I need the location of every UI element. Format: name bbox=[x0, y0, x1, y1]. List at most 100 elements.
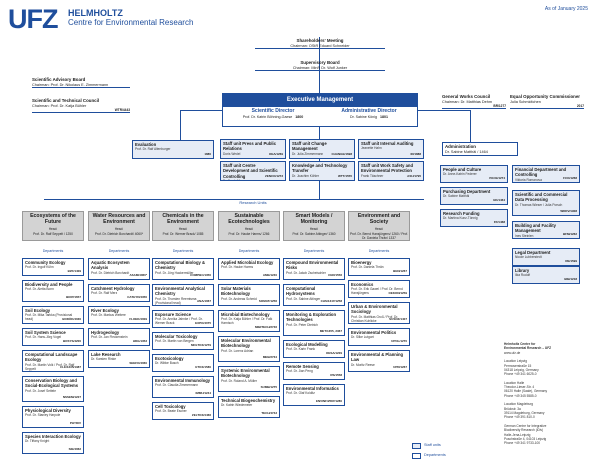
staff-unit-1-code: CHANGE/1698 bbox=[331, 152, 352, 157]
department-1-1-code: CATHYD/4350 bbox=[127, 295, 147, 300]
departments-label: Departments bbox=[172, 249, 194, 253]
staff-unit-4-title: Knowledge and Technology Transfer bbox=[292, 163, 348, 174]
admin-unit-3-code: FCO/1268 bbox=[563, 176, 577, 181]
staff-unit-0-head: Doris Wedel bbox=[223, 151, 241, 156]
research-unit-head-name: Prof. Dr. Werner Brack/ 1085 bbox=[162, 231, 204, 236]
admin-unit-6-head: Nicole Lubberstedt bbox=[515, 255, 542, 260]
connector-to-admin bbox=[418, 110, 470, 111]
administration-box: Administration Dr. Sabine Matthäi / 1464 bbox=[442, 142, 518, 157]
department-0-1-head: Prof. Dr. Aletta Bonn bbox=[25, 287, 54, 292]
department-0-4-code: CLE/1235/1387 bbox=[59, 365, 81, 370]
research-unit-title: Chemicals in the Environment bbox=[162, 213, 204, 225]
department-0-5-code: NSSEM/1227 bbox=[62, 395, 81, 400]
scientific-technical-council: Scientific and Technical Council Chairma… bbox=[32, 98, 130, 114]
department-0-5-title: Conservation Biology and Social-Ecologic… bbox=[25, 378, 79, 389]
department-4-5-head: Prof. Dr. Olaf Kolditz bbox=[286, 391, 315, 396]
department-2-6-title: Cell Toxicology bbox=[155, 404, 186, 409]
department-1-1-title: Catchment Hydrology bbox=[91, 286, 135, 291]
department-0-1-title: Biodiversity and People bbox=[25, 282, 73, 287]
admin-unit-4-title: Scientific and Commercial Data Processin… bbox=[515, 192, 568, 203]
contact-line: Phone +49 345 5585-0 bbox=[504, 393, 537, 398]
staff-unit-4-head: Dr. Joachim Köhler bbox=[292, 173, 319, 178]
admin-unit-6-title: Legal Department bbox=[515, 250, 551, 255]
contact-line: Puschstraße 4, 04103 Leipzig bbox=[504, 436, 547, 441]
staff-unit-1-title: Staff unit Change Management bbox=[292, 141, 327, 152]
contact-line: Location Magdeburg bbox=[504, 402, 534, 407]
department-3-5-title: Technical Biogeochemistry bbox=[221, 398, 276, 403]
department-4-3-code: OESA/1229 bbox=[325, 351, 342, 356]
evaluation-box: Evaluation Prof. Dr. Ralf Altenburger 18… bbox=[132, 140, 214, 159]
admin-unit-2-head: Dr. Martina Kunz-Tönnig bbox=[443, 216, 478, 221]
admin-unit-6-code: RE/1599 bbox=[565, 259, 577, 264]
department-0-3-title: Soil System Science bbox=[25, 330, 66, 335]
admin-unit-4-head: Dr. Thomas Wieser / Julia Porsch bbox=[515, 202, 563, 207]
department-2-4-title: Ecotoxicology bbox=[155, 356, 184, 361]
staff-unit-4-code: WTT/1555 bbox=[337, 174, 352, 179]
department-3-1-head: Prof. Dr. Andreas Schmid bbox=[221, 296, 257, 301]
department-0-3-code: BOSYS/4200 bbox=[62, 339, 81, 344]
department-3-4-code: SUMB/1275 bbox=[260, 385, 277, 390]
scientific-advisory-board: Scientific Advisory Board Chairman: Prof… bbox=[32, 77, 130, 89]
research-unit-head-name: Prof. Dr. Hauke Harms/ 1266 bbox=[228, 231, 270, 236]
department-1-3-title: Hydrogeology bbox=[91, 330, 120, 335]
department-4-0-head: Prof. Dr. Jakob Zscheischler bbox=[286, 270, 326, 275]
legend-departments-label: Departments bbox=[424, 453, 446, 457]
department-0-4-head: Prof. Dr. Martin Volk / Prof. Dr. Ralf S… bbox=[25, 362, 75, 371]
department-0-0-code: BZF/1409 bbox=[67, 269, 81, 274]
admin-unit-4: Scientific and Commercial Data Processin… bbox=[512, 190, 580, 216]
contact-line: Halle-Jena-Leipzig bbox=[504, 432, 531, 437]
research-units-label: Research Units bbox=[239, 200, 267, 205]
department-3-4-title: Systemic Environmental Biotechnology bbox=[221, 368, 270, 379]
staff-unit-2-code: IR/1888 bbox=[410, 152, 421, 157]
department-5-3-code: UPOL/1270 bbox=[391, 339, 407, 344]
research-unit-title: Water Resources and Environment bbox=[92, 213, 146, 225]
scientific-director: Scientific Director Prof. Dr. Katrin Böh… bbox=[242, 108, 304, 119]
department-5-3-title: Environmental Politics bbox=[351, 330, 397, 335]
department-4-5-title: Environmental Informatics bbox=[286, 386, 339, 391]
contact-line: 04318 Leipzig, Germany bbox=[504, 367, 539, 372]
admin-unit-0-title: People and Culture bbox=[443, 167, 482, 172]
department-0-5-head: Prof. Dr. Josef Settele bbox=[25, 388, 57, 393]
department-5-3-head: Dr. Silke Lutgart bbox=[351, 335, 374, 340]
department-0-6-head: Prof. Dr. Stanley Harpole bbox=[25, 413, 61, 418]
department-2-5-title: Environmental Immunology bbox=[155, 378, 211, 383]
admin-unit-2-code: FF/1468 bbox=[493, 220, 505, 225]
department-4-2-title: Monitoring & Exploration Technologies bbox=[286, 312, 337, 323]
department-0-6-title: Physiological Diversity bbox=[25, 408, 71, 413]
staff-unit-3-head: Dr. Frank Messner bbox=[223, 178, 250, 181]
admin-unit-5-title: Building and Facility Management bbox=[515, 223, 556, 234]
staff-unit-5-code: ASU/1795 bbox=[407, 174, 421, 179]
department-0-5: Conservation Biology and Social-Ecologic… bbox=[22, 376, 84, 402]
staff-unit-2-head: Jeanette Hahn bbox=[361, 146, 382, 151]
department-3-2-title: Microbial Biotechnology bbox=[221, 312, 270, 317]
research-unit-head-name: Prof. Dr. Dietrich Borchardt/ 4060* bbox=[94, 231, 144, 236]
contact-line: Phone +49 391 810-0 bbox=[504, 415, 535, 420]
department-2-1-title: Environmental Analytical Chemistry bbox=[155, 286, 205, 297]
admin-unit-7-code: BIB/1218 bbox=[564, 277, 577, 282]
admin-unit-4-code: WKDV/1908 bbox=[560, 209, 577, 214]
department-1-4-title: Lake Research bbox=[91, 352, 121, 357]
contact-line: Location Leipzig bbox=[504, 359, 528, 364]
staff-unit-3: Staff unit Centre Development and Scient… bbox=[220, 161, 286, 181]
admin-unit-5-code: BFM/1262 bbox=[562, 232, 577, 237]
